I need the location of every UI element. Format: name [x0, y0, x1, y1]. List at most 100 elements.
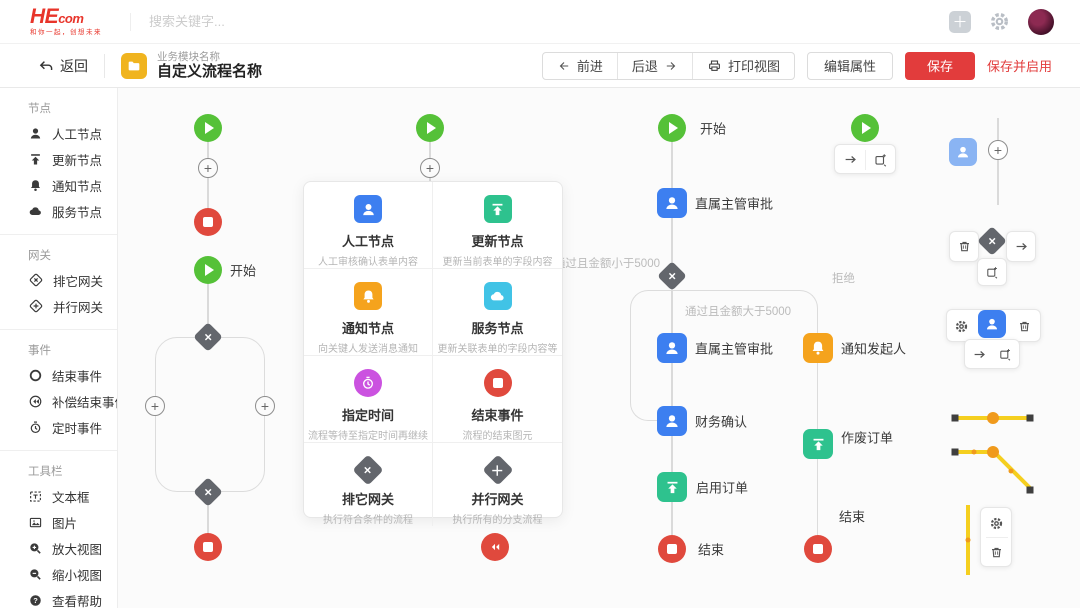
manual-node-manager-approval[interactable]	[657, 333, 687, 363]
edge-endpoint-handle[interactable]	[951, 414, 959, 422]
palette-cell-exclusive-gateway[interactable]: × 排它网关 执行符合条件的流程	[304, 443, 433, 526]
sidebar-item-help[interactable]: ? 查看帮助	[0, 587, 117, 608]
sidebar-item-zoom-out[interactable]: 缩小视图	[0, 561, 117, 587]
timer-icon	[30, 421, 41, 433]
edge-endpoint-handle[interactable]	[951, 448, 959, 456]
search-input[interactable]	[149, 14, 389, 29]
end-event-node[interactable]	[194, 533, 222, 561]
gear-icon[interactable]	[987, 514, 1005, 532]
sidebar-item-end-event[interactable]: 结束事件	[0, 362, 117, 388]
palette-cell-timer[interactable]: 指定时间 流程等待至指定时间再继续	[304, 356, 433, 443]
palette-cell-update-node[interactable]: 更新节点 更新当前表单的字段内容	[433, 182, 562, 269]
backward-button[interactable]: 后退	[616, 52, 692, 79]
arrow-right-icon	[666, 61, 676, 70]
arrow-right-icon[interactable]	[1012, 237, 1030, 255]
add-step-button[interactable]: +	[420, 158, 440, 178]
duplicate-icon[interactable]	[983, 263, 1001, 281]
palette-cell-service-node[interactable]: 服务节点 更新关联表单的字段内容等	[433, 269, 562, 356]
edge-point[interactable]	[1008, 468, 1014, 474]
trash-icon[interactable]	[987, 543, 1005, 561]
sidebar-item-textbox[interactable]: 文本框	[0, 483, 117, 509]
trash-icon[interactable]	[955, 237, 973, 255]
play-icon	[862, 122, 871, 134]
user-avatar[interactable]	[1028, 8, 1054, 35]
arrow-right-icon[interactable]	[841, 150, 859, 168]
sidebar-item-label: 图片	[52, 516, 78, 531]
brand-logo[interactable]: HEcom 和你一起，创想未来	[30, 6, 102, 37]
forward-button[interactable]: 前进	[543, 53, 617, 79]
edge-endpoint-handle[interactable]	[1026, 414, 1034, 422]
trash-icon[interactable]	[1015, 317, 1033, 335]
sidebar-item-label: 更新节点	[52, 153, 103, 168]
palette-cell-manual-node[interactable]: 人工节点 人工审核确认表单内容	[304, 182, 433, 269]
sidebar-item-label: 排它网关	[53, 274, 104, 289]
manual-node-manager-approval[interactable]	[657, 188, 687, 218]
sidebar-item-manual-node[interactable]: 人工节点	[0, 120, 117, 146]
update-node-enable-order[interactable]	[657, 472, 687, 502]
zoom-in-icon	[30, 542, 41, 554]
edge-bendpoint-handle[interactable]	[987, 446, 999, 458]
sidebar-item-notify-node[interactable]: 通知节点	[0, 172, 117, 198]
edit-properties-button[interactable]: 编辑属性	[806, 51, 893, 80]
add-button[interactable]: ＋	[949, 10, 971, 33]
sidebar-item-label: 补偿结束事件	[52, 395, 117, 410]
person-icon	[666, 415, 678, 427]
save-button[interactable]: 保存	[904, 51, 975, 80]
add-step-button[interactable]: +	[145, 396, 165, 416]
x-icon: ×	[668, 268, 676, 284]
compensate-end-node[interactable]	[481, 533, 509, 561]
toolbar-divider	[104, 53, 105, 78]
back-button[interactable]: 返回	[38, 56, 88, 76]
backward-label: 后退	[631, 59, 658, 74]
manual-node-selected[interactable]	[978, 310, 1006, 338]
service-node-icon	[483, 282, 512, 310]
sidebar-item-parallel-gateway[interactable]: 并行网关	[0, 293, 117, 319]
exclusive-gateway-node-selected[interactable]: ×	[977, 226, 1007, 256]
end-event-node[interactable]	[804, 535, 832, 563]
edge-point[interactable]	[965, 537, 971, 543]
start-event-node[interactable]	[194, 114, 222, 142]
palette-cell-notify-node[interactable]: 通知节点 向关键人发送消息通知	[304, 269, 433, 356]
palette-cell-end-event[interactable]: 结束事件 流程的结束图元	[433, 356, 562, 443]
person-icon	[958, 146, 968, 158]
update-node-void-order[interactable]	[803, 429, 833, 459]
save-and-enable-button[interactable]: 保存并启用	[986, 59, 1052, 74]
add-step-button[interactable]: +	[198, 158, 218, 178]
sidebar-item-compensate-end-event[interactable]: 补偿结束事件	[0, 388, 117, 414]
end-event-node[interactable]	[658, 535, 686, 563]
exclusive-gateway-node[interactable]: ×	[657, 261, 687, 291]
palette-cell-parallel-gateway[interactable]: ＋ 并行网关 执行所有的分支流程	[433, 443, 562, 526]
module-label: 业务模块名称	[157, 50, 220, 63]
settings-gear-icon[interactable]	[989, 11, 1010, 32]
duplicate-icon[interactable]	[996, 345, 1014, 363]
sidebar-item-image[interactable]: 图片	[0, 509, 117, 535]
print-label: 打印视图	[727, 59, 780, 74]
palette-cell-title: 排它网关	[341, 492, 394, 507]
flow-canvas[interactable]: + 开始 × + + × + 人工节点 人工审核确认表单内容 更新节点 更新当前…	[118, 88, 1080, 608]
start-event-node[interactable]	[851, 114, 879, 142]
edge-point[interactable]	[971, 449, 977, 455]
duplicate-icon[interactable]	[871, 150, 889, 168]
gear-icon[interactable]	[952, 317, 970, 335]
edge-midpoint-handle[interactable]	[987, 412, 999, 424]
add-step-button[interactable]: +	[255, 396, 275, 416]
sidebar-item-update-node[interactable]: 更新节点	[0, 146, 117, 172]
x-icon: ×	[204, 329, 212, 345]
start-event-node[interactable]	[416, 114, 444, 142]
manual-node-finance-confirm[interactable]	[657, 406, 687, 436]
end-event-node[interactable]	[194, 208, 222, 236]
sidebar-item-exclusive-gateway[interactable]: 排它网关	[0, 267, 117, 293]
edge-endpoint-handle[interactable]	[1026, 486, 1034, 494]
arrow-right-icon[interactable]	[970, 345, 988, 363]
sidebar-item-service-node[interactable]: 服务节点	[0, 198, 117, 224]
start-event-node[interactable]	[658, 114, 686, 142]
sidebar-item-timer-event[interactable]: 定时事件	[0, 414, 117, 440]
exclusive-gateway-icon	[29, 273, 43, 287]
add-step-button[interactable]: +	[988, 140, 1008, 160]
start-event-node[interactable]	[194, 256, 222, 284]
manual-node-dragging[interactable]	[949, 138, 977, 166]
notify-node-initiator[interactable]	[803, 333, 833, 363]
print-view-button[interactable]: 打印视图	[691, 52, 794, 79]
sidebar-item-zoom-in[interactable]: 放大视图	[0, 535, 117, 561]
